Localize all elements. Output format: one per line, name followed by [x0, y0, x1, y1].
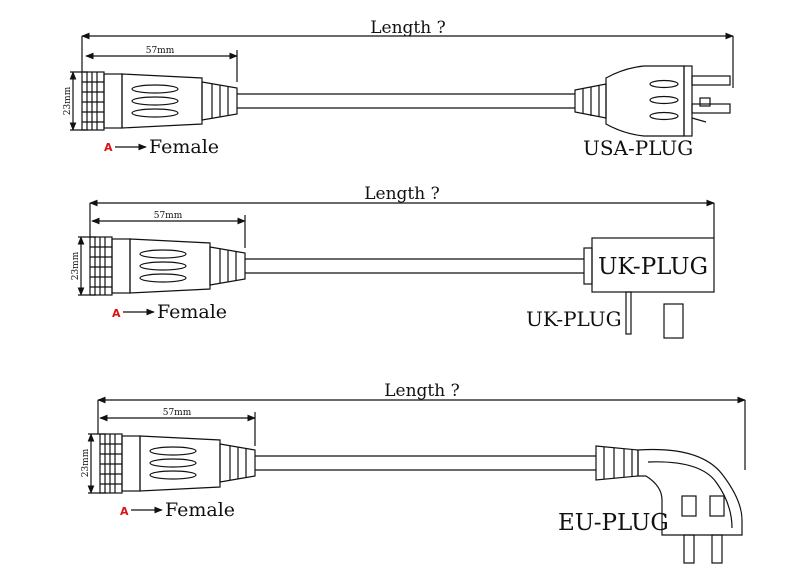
width-label: 57mm — [163, 408, 192, 418]
female-connector — [81, 71, 238, 131]
length-label: Length ? — [384, 381, 459, 401]
plug-label: USA-PLUG — [583, 136, 693, 160]
length-label: Length ? — [364, 184, 439, 204]
female-label: Female — [149, 136, 219, 158]
marker-a: A — [112, 307, 121, 320]
marker-a: A — [120, 505, 129, 518]
plug-label: UK-PLUG — [526, 307, 622, 331]
cable-uk: Length ? 57mm 23mm — [71, 184, 715, 339]
length-label: Length ? — [370, 18, 445, 38]
height-label: 23mm — [71, 251, 81, 280]
female-connector — [99, 433, 256, 494]
plug-label: EU-PLUG — [558, 510, 669, 536]
eu-plug — [595, 445, 743, 564]
marker-a: A — [104, 141, 113, 154]
female-connector — [89, 236, 246, 296]
cable-usa: Length ? 57mm 23mm — [63, 18, 734, 160]
female-label: Female — [157, 301, 227, 323]
cable-eu: Length ? 57mm 23mm — [81, 381, 746, 564]
width-label: 57mm — [154, 211, 183, 221]
usa-plug — [574, 65, 731, 137]
female-label: Female — [165, 499, 235, 521]
height-label: 23mm — [63, 86, 73, 115]
plug-box-label: UK-PLUG — [598, 254, 708, 280]
uk-plug: UK-PLUG — [583, 237, 715, 339]
width-label: 57mm — [146, 46, 175, 56]
height-label: 23mm — [81, 448, 91, 477]
